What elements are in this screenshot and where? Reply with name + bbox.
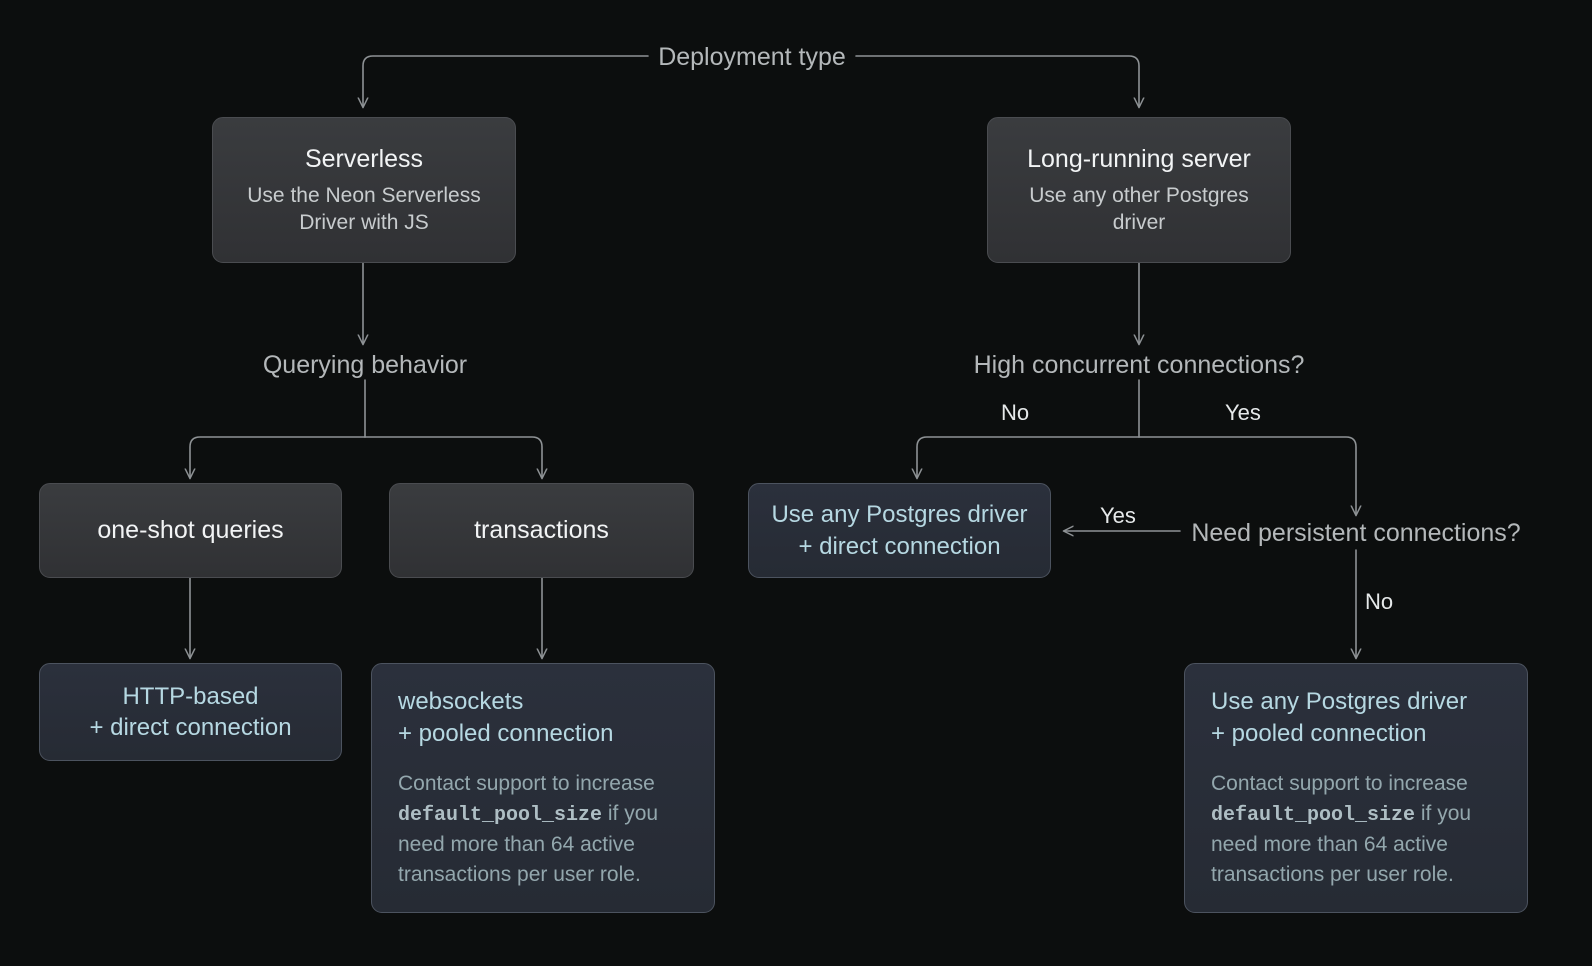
driver-pooled-note-after: if you need more than 64 active transact… [1211,801,1472,886]
serverless-title: Serverless [304,144,424,173]
long-running-title: Long-running server [1027,144,1251,173]
node-websockets-pooled-connection[interactable]: websockets + pooled connection Contact s… [371,663,715,913]
websockets-line2: + pooled connection [398,719,614,747]
node-transactions[interactable]: transactions [389,483,694,578]
websockets-line1: websockets [398,688,524,716]
edge-label-persistent-yes: Yes [1100,503,1136,528]
high-concurrent-label: High concurrent connections? [973,351,1305,379]
node-one-shot-queries[interactable]: one-shot queries [39,483,342,578]
http-direct-line2: + direct connection [89,714,292,741]
driver-pooled-note-code: default_pool_size [1211,803,1416,827]
driver-direct-line1: Use any Postgres driver [771,501,1028,529]
driver-pooled-note: Contact support to increase default_pool… [1211,769,1501,890]
node-querying-behavior: Querying behavior [165,350,565,380]
node-long-running-server[interactable]: Long-running server Use any other Postgr… [987,117,1291,263]
node-serverless[interactable]: Serverless Use the Neon Serverless Drive… [212,117,516,263]
edge-querying-to-oneshot [190,436,366,478]
node-high-concurrent-connections: High concurrent connections? [939,350,1339,380]
websockets-note: Contact support to increase default_pool… [398,769,688,890]
edge-label-persistent-no: No [1365,589,1394,614]
edge-root-to-longrunning [855,55,1139,107]
driver-pooled-line1: Use any Postgres driver [1211,688,1468,716]
edge-concurrent-no [917,436,1140,478]
websockets-note-before: Contact support to increase [398,771,655,795]
node-http-direct-connection[interactable]: HTTP-based + direct connection [39,663,342,761]
node-need-persistent-connections: Need persistent connections? [1156,518,1556,548]
one-shot-title: one-shot queries [97,515,284,544]
node-deployment-type: Deployment type [656,42,848,72]
node-driver-pooled-connection[interactable]: Use any Postgres driver + pooled connect… [1184,663,1528,913]
websockets-note-code: default_pool_size [398,803,603,827]
serverless-subtitle: Use the Neon Serverless Driver with JS [247,183,481,235]
node-driver-direct-connection[interactable]: Use any Postgres driver + direct connect… [748,483,1051,578]
edge-concurrent-yes [1138,436,1356,515]
edge-root-to-serverless [363,55,649,107]
driver-pooled-line2: + pooled connection [1211,719,1427,747]
edge-label-concurrent-no: No [1001,400,1030,425]
driver-pooled-note-before: Contact support to increase [1211,771,1468,795]
long-running-subtitle: Use any other Postgres driver [1029,183,1249,235]
querying-behavior-label: Querying behavior [262,351,468,379]
edge-label-concurrent-yes: Yes [1225,400,1261,425]
deployment-type-label: Deployment type [658,43,846,71]
driver-direct-line2: + direct connection [798,532,1001,560]
need-persistent-label: Need persistent connections? [1191,519,1521,547]
transactions-title: transactions [474,515,609,544]
edge-querying-to-transactions [364,436,542,478]
websockets-note-after: if you need more than 64 active transact… [398,801,659,886]
http-direct-line1: HTTP-based [122,682,259,710]
